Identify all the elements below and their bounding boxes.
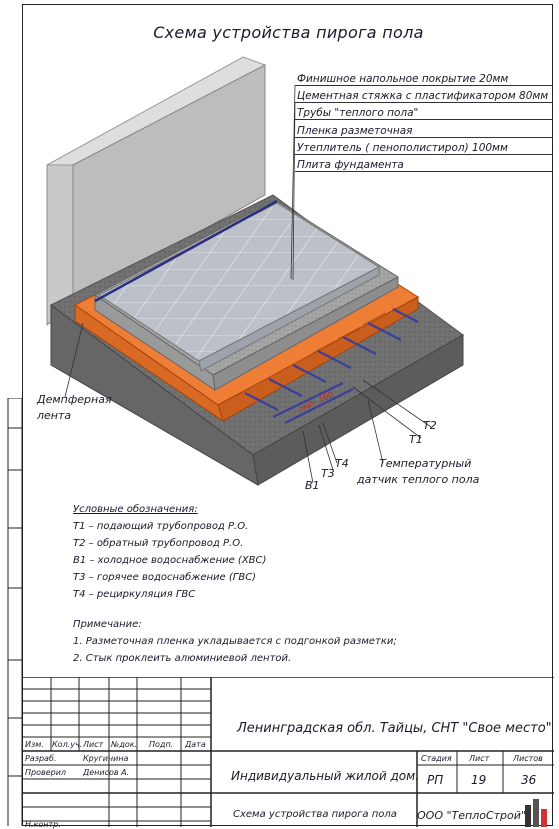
label-t2: Т2 [423, 419, 437, 432]
screed-side [94, 294, 216, 392]
legend-item: Т3 – горячее водоснабжение (ГВС) [73, 572, 257, 583]
insulation-side [74, 304, 224, 423]
foundation-slab-side [50, 304, 259, 486]
header-date: Дата [185, 740, 206, 749]
sheets-label: Листов [513, 754, 543, 763]
damper-tape [94, 199, 278, 303]
insulation-grid [237, 312, 386, 396]
title-block-grid [23, 677, 554, 827]
sensor-callout-2: датчик теплого пола [357, 473, 480, 486]
legend-item: Т2 – обратный трубопровод Р.О. [73, 538, 244, 549]
header-kol: Кол.уч. [52, 740, 83, 749]
sensor-callout-1: Температурный [379, 457, 472, 470]
floor-illustration [46, 56, 464, 486]
drawing-title: Схема устройства пирога пола [153, 23, 424, 42]
sheets-value: 36 [521, 773, 537, 787]
header-sign: Подп. [149, 740, 174, 749]
layer-label-insulation: Утеплитель ( пенополистирол) 100мм [295, 142, 553, 155]
legend-heading: Условные обозначения: [73, 504, 198, 515]
damper-callout-1: Демпферная [37, 393, 112, 406]
project-name: Ленинградская обл. Тайцы, СНТ "Свое мест… [237, 721, 552, 736]
sheet-value: 19 [471, 773, 487, 787]
legend-item: Т1 – подающий трубопровод Р.О. [73, 521, 249, 532]
finish-floor-front [198, 266, 380, 372]
layer-label-screed: Цементная стяжка с пластификатором 80мм [295, 90, 553, 103]
header-list: Лист [83, 740, 104, 749]
drawing-sheet: Схема устройства пирога пола [22, 4, 554, 829]
legend-item: В1 – холодное водоснабжение (ХВС) [73, 555, 267, 566]
sheet-label: Лист [469, 754, 490, 763]
stage-value: РП [427, 773, 444, 787]
company-logo [525, 799, 547, 827]
header-doc: №док. [111, 740, 138, 749]
label-b1: В1 [305, 479, 320, 492]
sheet-title: Схема устройства пирога пола [233, 809, 397, 820]
layer-label-finish: Финишное напольное покрытие 20мм [295, 73, 553, 86]
callout-lines [64, 322, 432, 484]
legend-item: Т4 – рециркуляция ГВС [73, 589, 196, 600]
label-t3: Т3 [321, 467, 335, 480]
note-item: 2. Стык проклеить алюминиевой лентой. [73, 653, 292, 664]
damper-callout-2: лента [37, 409, 72, 422]
layer-label-film: Пленка разметочная [295, 125, 553, 138]
label-t1: Т1 [409, 433, 423, 446]
layer-label-pipes: Трубы "теплого пола" [295, 107, 553, 120]
label-t4: Т4 [335, 457, 349, 470]
checked-name: Денисов А. [83, 768, 130, 777]
binding-strip [7, 398, 22, 826]
checked-label: Проверил [25, 768, 67, 777]
company-name: ООО "ТеплоСтрой" [417, 809, 526, 822]
layer-leaders [290, 84, 296, 281]
title-block: Изм. Кол.уч. Лист №док. Подп. Дата Разра… [23, 677, 554, 829]
wall-face [72, 64, 266, 304]
stage-label: Стадия [421, 754, 452, 763]
norm-control-label: Н.контр. [25, 820, 61, 829]
object-name: Индивидуальный жилой дом. [231, 769, 419, 783]
layer-label-slab: Плита фундамента [295, 159, 553, 172]
header-izm: Изм. [25, 740, 44, 749]
note-item: 1. Разметочная пленка укладывается с под… [73, 636, 397, 647]
developed-name: Кругинина [83, 754, 129, 763]
developed-label: Разраб. [25, 754, 57, 763]
notes-heading: Примечание: [73, 619, 142, 630]
